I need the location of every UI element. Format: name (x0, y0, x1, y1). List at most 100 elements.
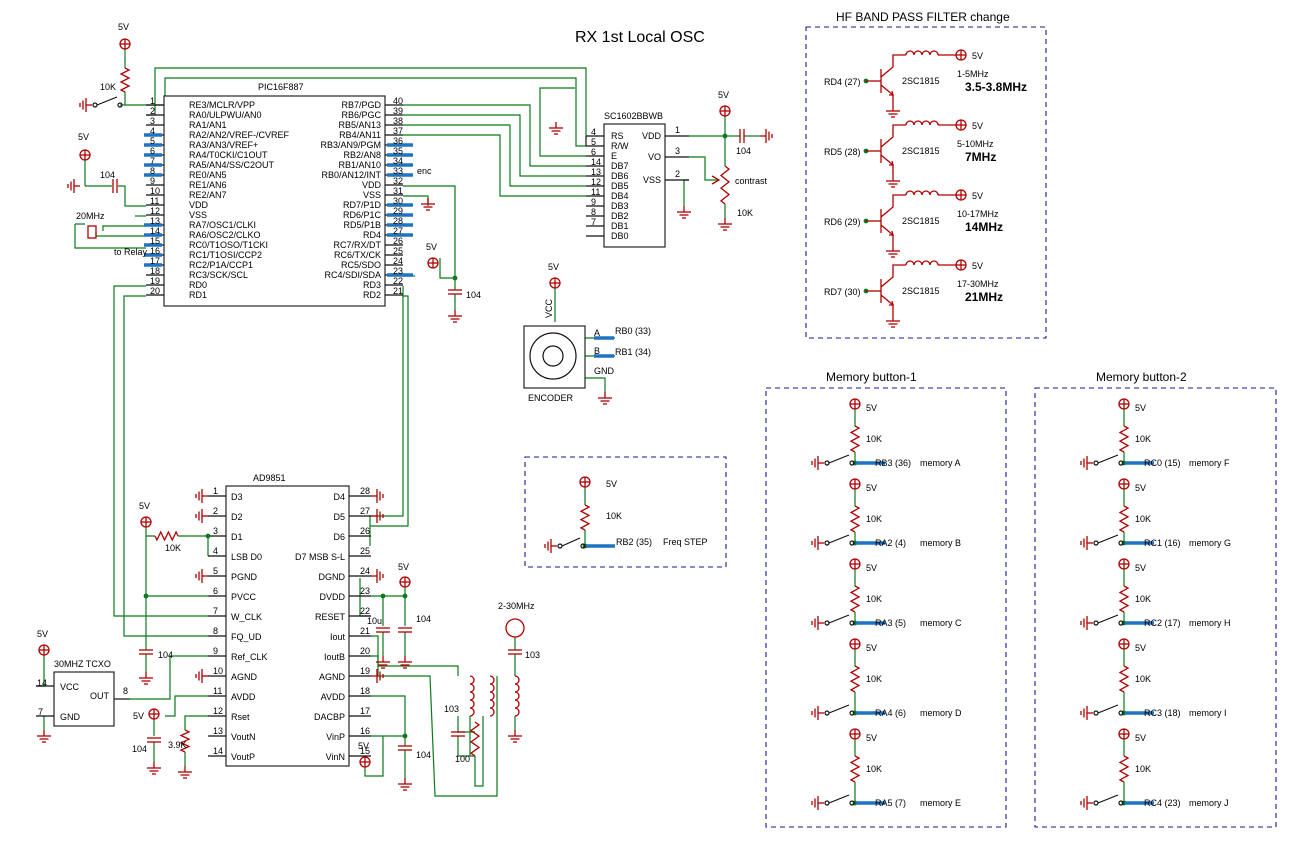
vcc-5v-symbol (427, 257, 439, 269)
v5-label: 5V (133, 711, 144, 721)
memory-group-1 (765, 387, 1007, 828)
ground-symbol (886, 175, 900, 188)
encoder-knob (529, 332, 577, 380)
resistor (179, 729, 191, 753)
pic-pin-number: 12 (150, 206, 160, 216)
switch-lever (1097, 614, 1119, 624)
switch-contact (824, 540, 830, 546)
junction-dot (722, 133, 728, 139)
pic-pin-label: RB7/PGD (341, 100, 381, 110)
pic-pin-number: 22 (393, 276, 403, 286)
pic-pin-label: RB2/AN8 (343, 150, 381, 160)
resistor (1118, 425, 1130, 453)
bpf-range: 17-30MHz (957, 279, 999, 289)
bpf-band: 14MHz (965, 220, 1003, 234)
pic-name: PIC16F887 (258, 82, 304, 92)
pic-pin-number: 34 (393, 156, 403, 166)
dds-pin-label: AVDD (321, 692, 346, 702)
lcd-pin-number: 7 (591, 217, 596, 227)
wire (689, 156, 719, 181)
dds-pin-number: 12 (213, 706, 223, 716)
switch-contact (1118, 620, 1124, 626)
encoder-a: A (594, 328, 600, 338)
dds-pin-label: VoutP (231, 752, 255, 762)
pic-pin-number: 19 (150, 276, 160, 286)
bpf-range: 10-17MHz (957, 209, 999, 219)
junction-dot (402, 733, 408, 739)
dds-pin-label: D4 (333, 492, 345, 502)
capacitor (147, 737, 161, 743)
memory-name: memory H (1189, 618, 1231, 628)
switch-contact (849, 620, 855, 626)
pic-pin-label: RA5/AN4/SS/C2OUT (189, 160, 275, 170)
resistor (849, 585, 861, 613)
pic-pin-number: 31 (393, 186, 403, 196)
vcc-5v-symbol (1118, 478, 1130, 490)
vcc-5v-symbol (579, 476, 591, 488)
lcd-pin-label: VSS (643, 175, 661, 185)
switch-contact (1118, 540, 1124, 546)
resistor (849, 505, 861, 533)
resistor (1118, 585, 1130, 613)
wire (130, 655, 208, 700)
resistor (119, 67, 131, 93)
switch-contact (1093, 710, 1099, 716)
memory-name: memory A (920, 458, 961, 468)
lcd-pin-number: 3 (675, 146, 680, 156)
pic-pin-number: 11 (150, 196, 159, 206)
ground-symbol (195, 489, 208, 503)
lcd-pin-number: 13 (591, 167, 601, 177)
v5-label: 5V (548, 262, 559, 272)
ground-symbol (371, 669, 384, 683)
dds-pin-label: LSB D0 (231, 552, 262, 562)
dds-pin-number: 15 (360, 746, 370, 756)
pic-pin-number: 9 (150, 176, 155, 186)
r-label: 10K (866, 434, 882, 444)
ground-symbol (811, 456, 824, 470)
switch-contact (557, 543, 563, 549)
tcxo-name: 30MHZ TCXO (54, 659, 111, 669)
dds-pin-label: VoutN (231, 732, 256, 742)
dds-pin-label: D6 (333, 532, 345, 542)
push-switch (824, 454, 855, 466)
dds-pin-label: D5 (333, 512, 345, 522)
tcxo-pin-gnd: 7 (38, 707, 43, 717)
dds-pin-label: VinP (326, 732, 345, 742)
junction-dot (452, 275, 458, 281)
transistor-arrow (889, 300, 894, 306)
wire (474, 716, 484, 787)
resistor (849, 665, 861, 693)
wire (457, 736, 475, 757)
capacitor (739, 129, 745, 143)
vcc-5v-symbol (359, 756, 371, 768)
pic-pin-number: 18 (150, 266, 160, 276)
pic-pin-number: 16 (150, 246, 160, 256)
lcd-pin-label: DB2 (611, 211, 629, 221)
wire (403, 134, 586, 197)
encoder-rb0: RB0 (33) (615, 326, 651, 336)
push-switch (1093, 794, 1124, 806)
dds-pin-number: 9 (213, 646, 218, 656)
ground-symbol (79, 98, 92, 112)
push-switch (1093, 614, 1124, 626)
cap-label: 104 (100, 170, 115, 180)
pic-pin-number: 17 (150, 256, 160, 266)
lcd-pin-label: VO (648, 152, 661, 162)
dds-pin-number: 17 (360, 706, 370, 716)
pic-pin-label: RC3/SCK/SCL (189, 270, 248, 280)
dds-pin-label: D7 MSB S-L (295, 552, 345, 562)
bpf-control-pin: RD5 (28) (824, 147, 861, 157)
pic-pin-number: 21 (393, 286, 403, 296)
v5-label: 5V (78, 132, 89, 142)
dds-pin-number: 6 (213, 586, 218, 596)
transistor-label: 2SC1815 (902, 216, 940, 226)
pic-pin-number: 24 (393, 256, 403, 266)
v5-label: 5V (606, 479, 617, 489)
ground-symbol (37, 730, 51, 743)
pic-pin-label: RE1/AN6 (189, 180, 227, 190)
dds-pin-number: 25 (360, 546, 370, 556)
relay-wire (892, 54, 906, 57)
v5-label: 5V (1135, 733, 1146, 743)
relay-wire (892, 194, 906, 197)
r-label: 10K (606, 511, 622, 521)
